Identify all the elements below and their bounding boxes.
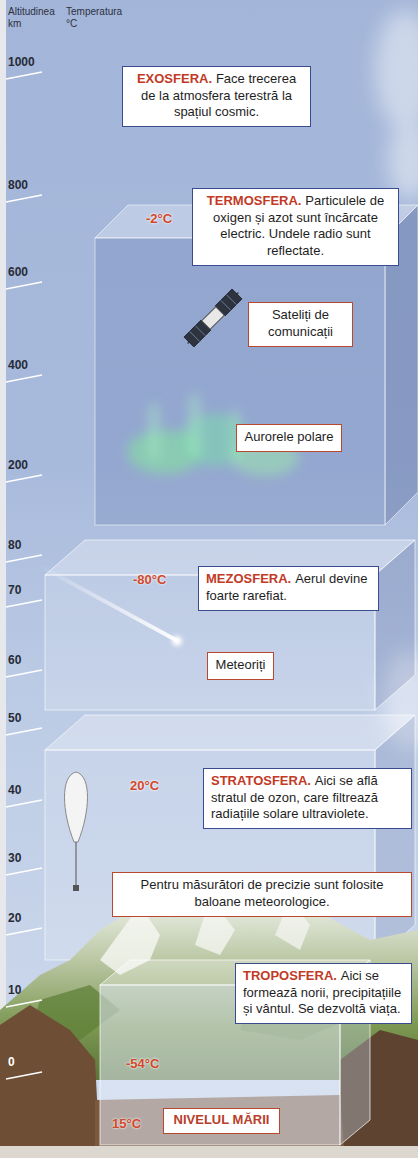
callout-text: Sateliți de comunicații [268,307,333,339]
meteor [38,565,182,646]
satellite-icon [183,288,244,349]
axis-header: Temperatura °C [66,6,130,29]
temperature-value: 15°C [112,1116,141,1131]
altitude-value: 20 [8,911,21,925]
axis-header: Altitudinea km [8,6,64,29]
layer-heading: EXOSFERA. [137,71,212,86]
weather-balloon [65,772,88,891]
layer-box: TERMOSFERA.Particulele de oxigen și azot… [192,188,399,266]
layer-box: MEZOSFERA.Aerul devine foarte rarefiat. [198,566,379,611]
callout-box: Sateliți de comunicații [248,302,353,347]
layer-box: EXOSFERA.Face trecerea de la atmosfera t… [122,66,311,127]
altitude-value: 600 [8,265,28,279]
altitude-ticks [6,72,42,1079]
temperature-value: -54°C [126,1056,159,1071]
altitude-value: 10 [8,983,21,997]
callout-text: Pentru măsurători de precizie sunt folos… [141,877,384,909]
temperature-value: -80°C [133,572,166,587]
layer-heading: TROPOSFERA. [243,968,337,983]
callout-text: Aurorele polare [245,429,334,444]
altitude-value: 70 [8,583,21,597]
altitude-value: 80 [8,538,21,552]
callout-text: Meteoriți [216,657,266,672]
altitude-value: 800 [8,178,28,192]
callout-box: Aurorele polare [236,424,342,452]
altitude-value: 0 [8,1055,15,1069]
altitude-value: 40 [8,783,21,797]
altitude-value: 30 [8,851,21,865]
callout-box: Pentru măsurători de precizie sunt folos… [112,872,412,917]
layer-box: STRATOSFERA.Aici se află stratul de ozon… [203,768,412,829]
sea-level-box: NIVELUL MĂRII [163,1108,280,1134]
photo-border [0,1146,418,1158]
callout-box: Meteoriți [207,652,274,680]
altitude-value: 60 [8,653,21,667]
photo-border [0,0,6,1158]
altitude-value: 50 [8,711,21,725]
mesosphere-slab [45,540,415,710]
layer-heading: TERMOSFERA. [207,193,302,208]
layer-box: TROPOSFERA.Aici se formează norii, preci… [235,963,412,1024]
altitude-value: 200 [8,458,28,472]
altitude-value: 400 [8,358,28,372]
layer-heading: MEZOSFERA. [206,571,291,586]
temperature-value: -2°C [146,211,172,226]
layer-heading: STRATOSFERA. [211,773,311,788]
callout-text: NIVELUL MĂRII [174,1112,270,1127]
altitude-value: 1000 [8,55,35,69]
temperature-value: 20°C [130,778,159,793]
